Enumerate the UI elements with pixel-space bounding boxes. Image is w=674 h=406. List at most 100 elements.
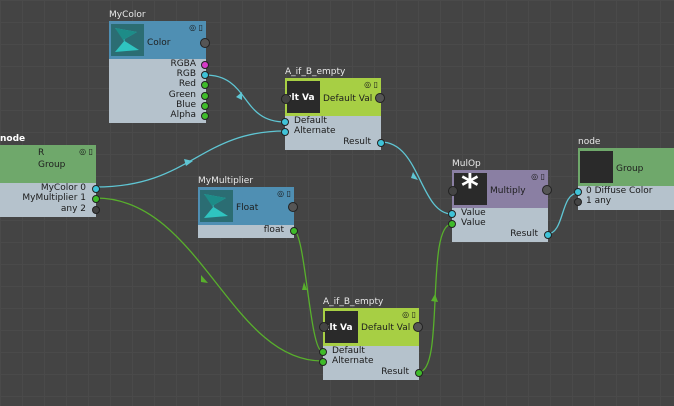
port-default[interactable] — [319, 348, 327, 356]
port-value-2[interactable] — [448, 220, 456, 228]
port-alpha[interactable] — [201, 112, 209, 120]
output-port[interactable] — [375, 93, 385, 103]
port-label: Green — [168, 90, 196, 100]
node-header[interactable]: * Multiply ◎ ▯ — [448, 170, 552, 208]
node-group-right[interactable]: node Group 0 Diffuse Color 1 any — [574, 137, 674, 210]
node-mymultiplier[interactable]: MyMultiplier Float ◎ ▯ float — [198, 176, 298, 238]
port-label: Result — [343, 137, 371, 147]
input-port[interactable] — [319, 322, 329, 332]
input-port[interactable] — [448, 186, 458, 196]
node-mycolor[interactable]: MyColor Color ◎ ▯ RGBA RGB Red Green Blu… — [109, 10, 210, 123]
port-label: float — [263, 225, 284, 235]
port-rgb[interactable] — [201, 71, 209, 79]
port-green[interactable] — [201, 92, 209, 100]
port-float[interactable] — [290, 227, 298, 235]
input-port[interactable] — [281, 94, 291, 104]
node-a-if-b-empty-2[interactable]: A_if_B_empty ault Va Default Val ◎ ▯ Def… — [319, 297, 423, 380]
port-label: 1 any — [586, 196, 612, 206]
port-diffuse-color[interactable] — [574, 188, 582, 196]
port-rgba[interactable] — [201, 61, 209, 69]
render-preview-icon[interactable]: ◎ ▯ — [189, 23, 203, 32]
node-body: MyColor 0 MyMultiplier 1 any 2 — [0, 183, 100, 217]
preview-thumbnail: ault Va — [287, 81, 320, 113]
node-header[interactable]: Color ◎ ▯ — [109, 21, 210, 59]
port-label: MyColor 0 — [40, 183, 86, 193]
thumb-text: ault Va — [287, 93, 315, 103]
node-body: 0 Diffuse Color 1 any — [574, 186, 674, 210]
port-mycolor[interactable] — [92, 185, 100, 193]
port-any[interactable] — [574, 198, 582, 206]
node-body: Default Alternate Result — [281, 116, 385, 150]
render-preview-icon[interactable]: ◎ ▯ — [402, 310, 416, 319]
wire-float-to-default[interactable] — [293, 230, 323, 352]
wire-rgb-to-default[interactable] — [204, 74, 286, 123]
port-label: MyMultiplier 1 — [22, 193, 86, 203]
node-header[interactable]: Group — [578, 148, 674, 186]
node-body: float — [198, 225, 298, 238]
preview-thumbnail: * — [454, 173, 487, 205]
port-label: Default — [332, 346, 365, 356]
render-preview-icon[interactable]: ◎ ▯ — [531, 172, 545, 181]
port-result[interactable] — [415, 369, 423, 377]
node-header[interactable]: ault Va Default Val ◎ ▯ — [281, 78, 385, 116]
node-title: MyColor — [109, 10, 146, 20]
port-label: Alternate — [332, 356, 374, 366]
wire-arrow — [302, 282, 307, 290]
wire-arrow — [411, 172, 418, 180]
node-type-label: Default Val — [361, 323, 411, 333]
render-preview-icon[interactable]: ◎ ▯ — [364, 80, 378, 89]
wire-result-to-value1[interactable] — [380, 141, 453, 215]
node-a-if-b-empty-1[interactable]: A_if_B_empty ault Va Default Val ◎ ▯ Def… — [281, 67, 385, 150]
port-value-1[interactable] — [448, 210, 456, 218]
wire-mycolor-to-alternate[interactable] — [95, 130, 286, 188]
node-body: RGBA RGB Red Green Blue Alpha — [109, 59, 209, 123]
wire-result-to-diffuse[interactable] — [546, 192, 579, 235]
node-group-left[interactable]: node R Group ◎ ▯ MyColor 0 MyMultiplier … — [0, 134, 100, 217]
node-title: MyMultiplier — [198, 176, 254, 186]
node-title: node — [0, 134, 26, 144]
port-default[interactable] — [281, 118, 289, 126]
multiply-icon: * — [461, 173, 479, 205]
port-label: Alpha — [170, 110, 196, 120]
port-label: Red — [178, 79, 196, 89]
port-label: Default — [294, 116, 327, 126]
node-type-label: Default Val — [323, 94, 373, 104]
port-result[interactable] — [544, 231, 552, 239]
render-preview-icon[interactable]: ◎ ▯ — [79, 147, 93, 156]
node-type-label: Multiply — [490, 186, 526, 196]
output-port[interactable] — [413, 322, 423, 332]
app-logo-icon — [115, 28, 139, 52]
wire-arrow — [201, 275, 208, 283]
port-result[interactable] — [377, 139, 385, 147]
wire-mymultiplier-to-alternate[interactable] — [95, 197, 323, 362]
output-port[interactable] — [200, 38, 210, 48]
port-alternate[interactable] — [281, 128, 289, 136]
node-header[interactable]: ault Va Default Val ◎ ▯ — [319, 308, 423, 346]
port-label: Value — [461, 208, 486, 218]
port-label: Result — [381, 367, 409, 377]
node-title: A_if_B_empty — [323, 297, 384, 307]
wire-arrow — [184, 159, 193, 166]
node-header[interactable]: Float ◎ ▯ — [198, 187, 298, 225]
port-label: Value — [461, 218, 486, 228]
node-title: A_if_B_empty — [285, 67, 346, 77]
render-preview-icon[interactable]: ◎ ▯ — [277, 189, 291, 198]
port-red[interactable] — [201, 81, 209, 89]
preview-thumbnail — [111, 24, 144, 56]
port-mymultiplier[interactable] — [92, 195, 100, 203]
node-header[interactable]: R Group ◎ ▯ — [0, 145, 96, 183]
port-any[interactable] — [92, 206, 100, 214]
node-mulop[interactable]: MulOp * Multiply ◎ ▯ Value Value Result — [448, 159, 552, 242]
app-logo-icon — [204, 194, 228, 218]
port-alternate[interactable] — [319, 358, 327, 366]
port-blue[interactable] — [201, 102, 209, 110]
output-port[interactable] — [288, 202, 298, 212]
preview-thumbnail — [200, 190, 233, 222]
port-label: any 2 — [60, 204, 86, 214]
thumb-text: ault Va — [325, 323, 353, 333]
port-label: RGBA — [170, 59, 196, 69]
node-type-label: Color — [147, 38, 171, 48]
output-port[interactable] — [542, 185, 552, 195]
node-type-label: Float — [236, 203, 259, 213]
port-label: Blue — [176, 100, 196, 110]
